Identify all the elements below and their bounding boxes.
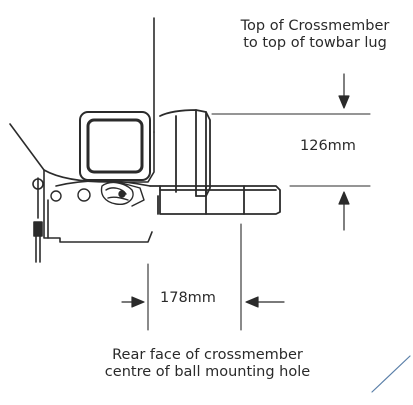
towbar-lug	[149, 109, 211, 197]
bottom-label-line2: centre of ball mounting hole	[104, 364, 311, 380]
extension-lines	[147, 113, 371, 331]
receiver-tube	[79, 111, 151, 181]
crossmember-bracket	[9, 17, 155, 243]
bottom-label: Rear face of crossmember centre of ball …	[70, 347, 345, 381]
towbar-arm	[157, 185, 281, 215]
horizontal-dimension-label: 178mm	[160, 290, 216, 306]
bottom-label-line1: Rear face of crossmember	[112, 347, 303, 363]
horizontal-dimension-arrows	[121, 296, 285, 308]
corner-stroke	[371, 355, 411, 393]
mounting-hardware	[50, 181, 145, 207]
vertical-dimension-arrows	[338, 73, 350, 231]
top-label: Top of Crossmember to top of towbar lug	[226, 18, 404, 52]
vertical-dimension-label: 126mm	[300, 138, 356, 154]
locking-pin	[32, 177, 44, 263]
top-label-line2: to top of towbar lug	[243, 35, 387, 51]
top-label-line1: Top of Crossmember	[240, 18, 390, 34]
